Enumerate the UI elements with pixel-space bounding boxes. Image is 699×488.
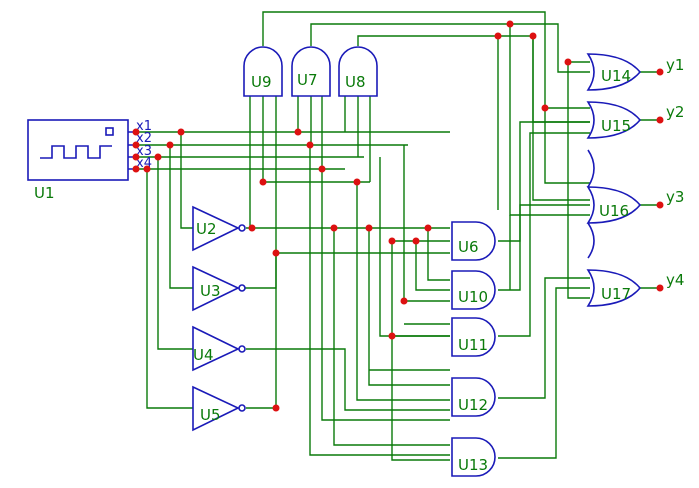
wire-top-u9 <box>262 11 590 184</box>
wire-v310 <box>309 145 450 456</box>
input-label-x3: x3 <box>136 144 152 159</box>
square-wave-icon <box>40 145 112 159</box>
wire-u13-out <box>498 287 590 459</box>
not-gate-u2[interactable] <box>192 205 246 252</box>
input-label-x1: x1 <box>136 119 152 134</box>
wire-v357 <box>356 182 450 401</box>
and-gate-label-u12: U12 <box>458 396 488 414</box>
not-gate-label-u2: U2 <box>196 220 217 238</box>
signal-source-u1[interactable] <box>27 119 136 181</box>
wire-u9-in3 <box>240 96 277 289</box>
wire-top-u8 <box>357 35 499 210</box>
and-gate-label-u11: U11 <box>458 336 488 354</box>
or-gate-label-u14: U14 <box>601 67 631 85</box>
wire-v404 <box>403 145 450 302</box>
junction-dots <box>132 20 664 412</box>
wire-u12-out <box>498 277 590 399</box>
wire-or-mix3 <box>567 62 590 299</box>
and-gate-u8[interactable] <box>338 46 378 97</box>
wire-v428 <box>427 228 450 281</box>
not-gate-u5[interactable] <box>192 385 246 432</box>
wire-v334 <box>333 228 450 446</box>
output-label-y3: y3 <box>666 188 684 206</box>
wire-x4-u5 <box>146 169 193 409</box>
or-gate-u17[interactable] <box>586 269 642 307</box>
wire-top-l3 <box>510 23 590 73</box>
or-gate-label-u16: U16 <box>599 202 629 220</box>
or-gate-u14[interactable] <box>586 53 642 91</box>
not-gate-u3[interactable] <box>192 265 246 312</box>
and-gate-label-u8: U8 <box>345 73 366 91</box>
and-gate-label-u9: U9 <box>251 73 272 91</box>
and-gate-u13[interactable] <box>451 437 496 477</box>
not-gate-label-u4: U4 <box>193 346 214 364</box>
not-gate-label-u3: U3 <box>200 282 221 300</box>
wires <box>136 11 660 461</box>
wire-v392 <box>391 241 450 461</box>
or-gate-label-u15: U15 <box>601 117 631 135</box>
wire-v416 <box>415 241 450 291</box>
output-label-y4: y4 <box>666 271 684 289</box>
wire-u10-out <box>498 204 590 291</box>
not-gate-label-u5: U5 <box>200 406 221 424</box>
wire-u11-out <box>498 132 590 337</box>
not-gate-u4[interactable] <box>192 325 246 372</box>
and-gate-label-u10: U10 <box>458 288 488 306</box>
output-label-y2: y2 <box>666 103 684 121</box>
or-gate-label-u17: U17 <box>601 285 631 303</box>
wire-u6-out <box>498 121 590 242</box>
and-gate-label-u7: U7 <box>297 71 318 89</box>
and-gate-u10[interactable] <box>451 270 496 310</box>
and-gate-u12[interactable] <box>451 377 496 417</box>
wire-u4-out <box>246 348 450 411</box>
wire-x1-u2 <box>180 132 193 229</box>
wire-u5-out <box>246 253 277 409</box>
and-gate-u7[interactable] <box>291 46 331 97</box>
and-gate-u11[interactable] <box>451 317 496 357</box>
source-ref-label: U1 <box>34 184 55 202</box>
wire-x2-u3 <box>169 145 193 289</box>
wire-x3-u4 <box>157 157 193 350</box>
wire-top-l2 <box>498 35 590 201</box>
input-label-x2: x2 <box>136 131 152 146</box>
or-gate-u15[interactable] <box>586 101 642 139</box>
or-gate-u16[interactable] <box>586 149 642 259</box>
wire-top-l4 <box>532 36 590 123</box>
wire-v380 <box>379 157 450 337</box>
and-gate-u9[interactable] <box>243 46 283 97</box>
and-gate-u6[interactable] <box>451 221 496 261</box>
output-label-y1: y1 <box>666 56 684 74</box>
and-gate-label-u6: U6 <box>458 238 479 256</box>
wire-v369 <box>368 228 450 386</box>
and-gate-label-u13: U13 <box>458 456 488 474</box>
wire-v322 <box>321 169 450 421</box>
